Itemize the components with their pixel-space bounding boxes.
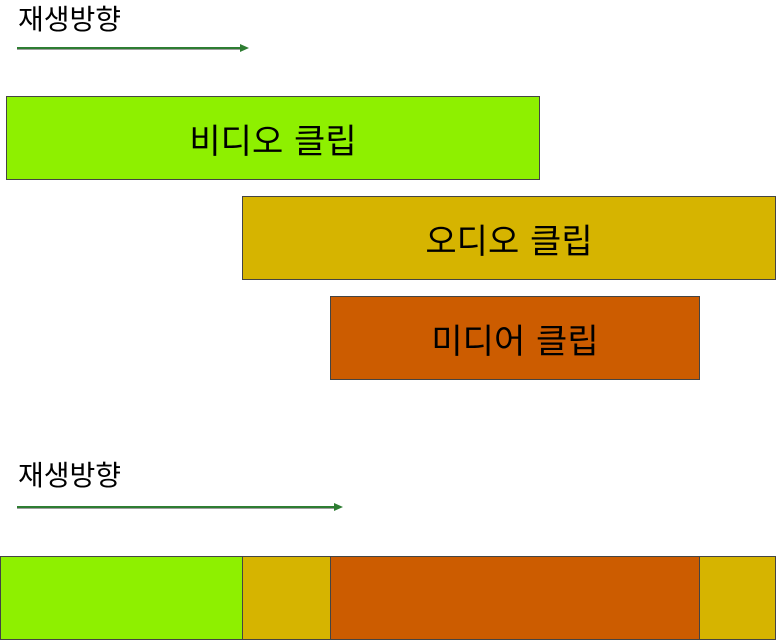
top-direction-arrow-icon [16, 43, 250, 53]
audio-clip-label: 오디오 클립 [425, 221, 593, 262]
bottom-direction-arrow-icon [16, 502, 344, 512]
media-clip-label: 미디어 클립 [431, 321, 599, 362]
timeline-segment-audio [242, 556, 331, 640]
media-clip: 미디어 클립 [330, 296, 700, 380]
timeline-segment-video [0, 556, 243, 640]
timeline-segment-media [330, 556, 700, 640]
combined-timeline [0, 556, 776, 640]
timeline-segment-audio-tail [699, 556, 776, 640]
video-clip: 비디오 클립 [6, 96, 540, 180]
top-direction-label: 재생방향 [18, 3, 122, 36]
video-clip-label: 비디오 클립 [189, 121, 357, 162]
audio-clip: 오디오 클립 [242, 196, 776, 280]
bottom-direction-label: 재생방향 [18, 459, 122, 492]
